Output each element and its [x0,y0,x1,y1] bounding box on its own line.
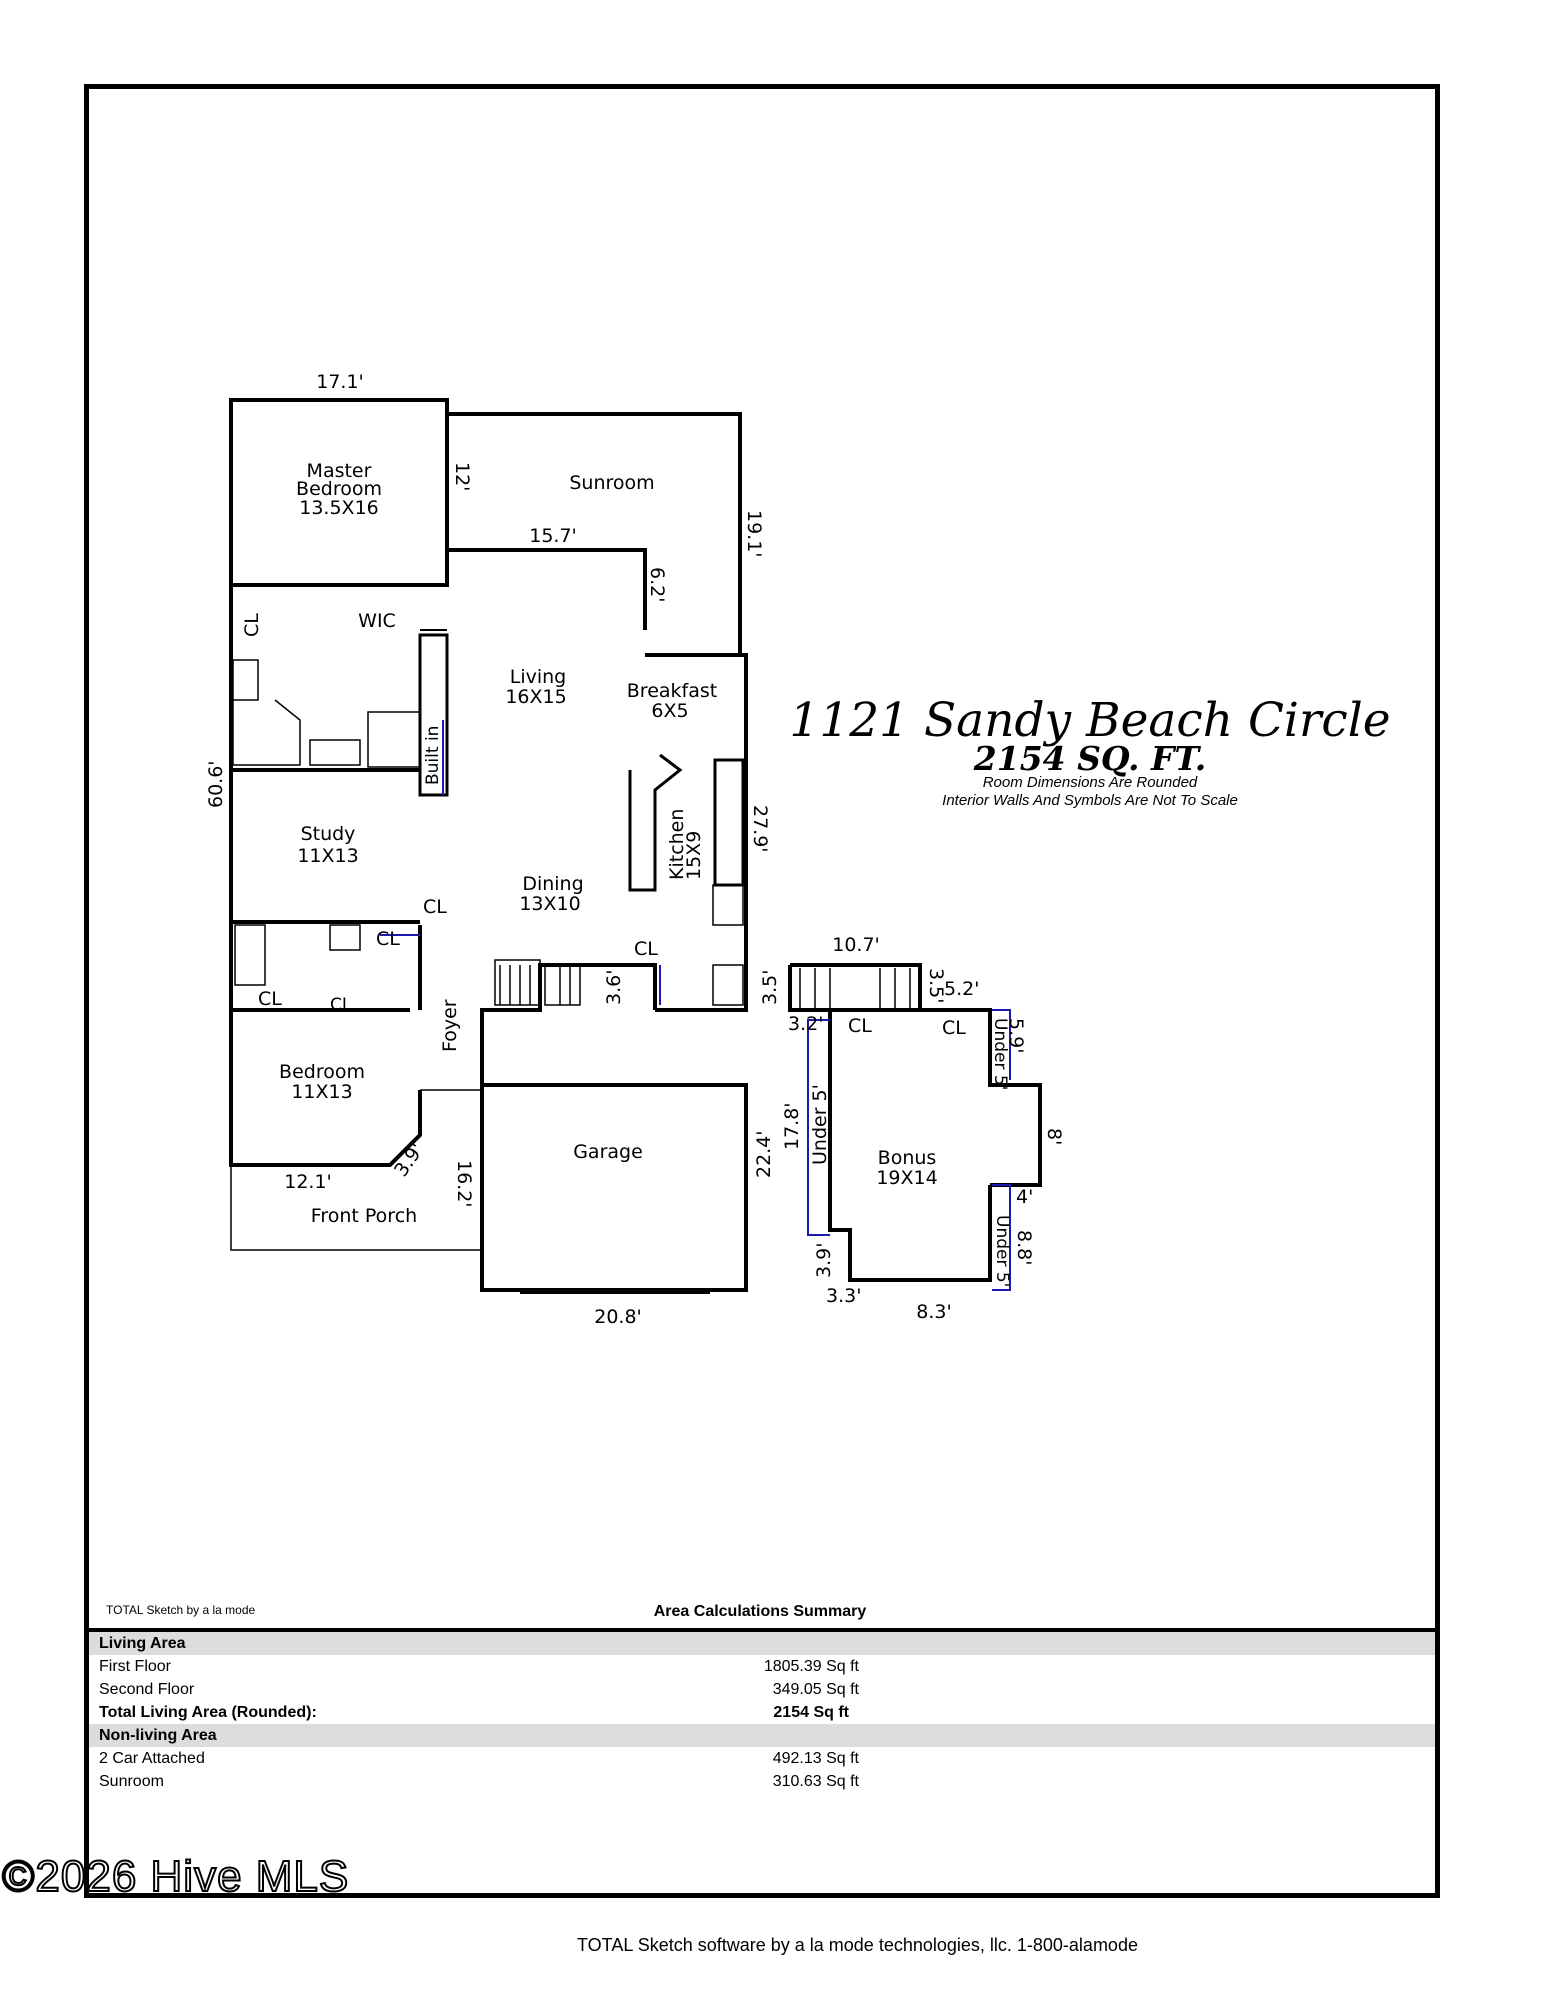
porch-label: Front Porch [311,1205,417,1227]
title-block: 1121 Sandy Beach Circle 2154 SQ. FT. Roo… [760,694,1420,810]
breakfast-size: 6X5 [651,700,688,722]
master-size: 13.5X16 [299,497,379,519]
dim-bonus-stair-right: 3.5' [925,968,947,1003]
left-wall [229,400,422,1167]
square-footage: 2154 SQ. FT. [973,739,1207,778]
dim-bonus-left: 17.8' [781,1102,803,1150]
area-summary-table: Living Area First Floor 1805.39 Sq ft Se… [89,1628,1435,1793]
bonus-walls [788,963,1042,1282]
closet-label: CL [376,928,400,950]
dim-bonus-top: 10.7' [832,934,880,956]
closet-label: CL [241,613,263,637]
bonus-size: 19X14 [876,1167,937,1189]
dim-garage-bottom: 20.8' [594,1306,642,1328]
dim-porch-depth: 16.2' [453,1160,475,1208]
dim-garage-right: 22.4' [753,1130,775,1178]
address-title: 1121 Sandy Beach Circle [789,693,1391,748]
sunroom-lower-wall [447,548,647,630]
dim-breakfast-wall: 6.2' [646,567,668,602]
under5-label: Under 5' [990,1018,1010,1090]
closet-label: CL [942,1017,966,1039]
right-wall [645,653,748,1012]
study-size: 11X13 [297,845,358,867]
dim-top: 17.1' [316,371,364,393]
wall-outlines [229,398,748,1292]
under5-label: Under 5' [809,1084,831,1165]
dim-stair: 3.6' [603,970,625,1005]
dim-bonus-stair-left: 3.5' [759,970,781,1005]
dim-bonus-left-top: 3.2' [788,1013,823,1035]
dim-bonus-right-bottom: 8.8' [1013,1230,1035,1265]
total-row: Total Living Area (Rounded): 2154 Sq ft [99,1704,849,1721]
bedroom-size: 11X13 [291,1081,352,1103]
stair-walls [480,963,657,1085]
summary-heading: Area Calculations Summary [653,1603,867,1620]
sunroom-label: Sunroom [569,472,654,494]
kitchen-label: Kitchen [666,809,688,880]
breakfast-label: Breakfast [627,680,717,702]
dim-sunroom-left: 12' [451,462,473,491]
dim-left: 60.6' [205,760,227,808]
bedroom-label: Bedroom [279,1061,365,1083]
footer-credit: TOTAL Sketch software by a la mode techn… [577,1935,1138,1955]
dining-size: 13X10 [519,893,580,915]
living-area-header: Living Area [89,1632,1435,1655]
dim-porch-width: 12.1' [284,1171,332,1193]
master-label-2: Bedroom [296,478,382,500]
page-frame [84,84,1440,1898]
kitchen-size: 15X9 [683,831,705,880]
dim-right: 27.9' [749,805,771,853]
dining-label: Dining [522,873,583,895]
scale-note: Interior Walls And Symbols Are Not To Sc… [942,792,1238,809]
dim-bonus-bath-left: 3.9' [813,1243,835,1278]
sunroom-walls [447,412,742,655]
porch-outline [230,1089,482,1251]
under-5-lines [380,720,1011,1291]
closet-label: CL [634,938,658,960]
dim-sunroom-bottom: 15.7' [529,525,577,547]
table-row: 2 Car Attached 492.13 Sq ft [99,1750,859,1767]
closet-label: CL [423,896,447,918]
master-label: Master [307,460,372,482]
closet-label: CL [258,988,282,1010]
dim-bonus-right-top: 5.9' [1005,1018,1027,1053]
study-label: Study [301,823,356,845]
dim-bonus-bath-bottom-left: 3.3' [826,1285,861,1307]
garage-label: Garage [573,1141,643,1163]
closet-label: CL [848,1015,872,1037]
stairs [499,965,911,1008]
dim-bonus-right: 8' [1043,1128,1065,1145]
dim-bonus-notch: 4' [1016,1186,1033,1208]
table-row: Sunroom 310.63 Sq ft [99,1773,859,1790]
builtin-label: Built in [423,726,443,785]
table-row: First Floor 1805.39 Sq ft [99,1658,859,1675]
watermark: ©2026 Hive MLS [1,1851,350,1902]
foyer-label: Foyer [439,999,461,1052]
nonliving-area-header: Non-living Area [89,1724,1435,1747]
dim-sunroom-right: 19.1' [743,510,765,558]
living-size: 16X15 [505,686,566,708]
dim-bonus-bottom: 8.3' [916,1301,951,1323]
sketch-credit: TOTAL Sketch by a la mode [106,1603,256,1617]
table-row: Second Floor 349.05 Sq ft [99,1681,859,1698]
under5-label: Under 5' [992,1215,1012,1287]
dim-bonus-top-right: 5.2' [944,978,979,1000]
dim-porch-angle: 3.9' [390,1139,428,1181]
dimension-note: Room Dimensions Are Rounded [982,774,1198,791]
bonus-label: Bonus [878,1147,937,1169]
garage-walls [480,1083,748,1292]
fixtures [232,659,744,1294]
living-label: Living [510,666,567,688]
wic-label: WIC [358,610,396,632]
closet-label: CL [330,995,352,1015]
